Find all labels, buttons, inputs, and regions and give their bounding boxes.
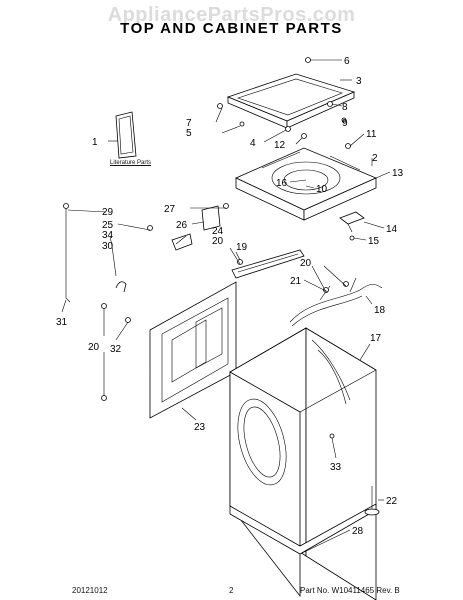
suspension-rod — [63, 203, 71, 303]
callout-21: 21 — [290, 276, 302, 287]
callout-18: 18 — [374, 305, 386, 316]
callout-2: 2 — [372, 153, 378, 164]
footer-part-number: Part No. W10411465 Rev. B — [300, 586, 400, 595]
callout-27: 27 — [164, 204, 176, 215]
callout-23: 23 — [194, 422, 206, 433]
callout-4: 4 — [250, 138, 256, 149]
cabinet — [229, 327, 377, 600]
callout-9: 9 — [342, 118, 348, 129]
leader-lines — [61, 59, 391, 555]
lid-switch — [339, 211, 365, 233]
literature-parts-label: Literature Parts — [110, 160, 152, 166]
rear-panel — [149, 281, 237, 419]
callout-19: 19 — [236, 242, 248, 253]
callout-12: 12 — [274, 140, 286, 151]
callout-3: 3 — [356, 76, 362, 87]
callout-7: 7 — [186, 118, 192, 129]
callout-26: 26 — [176, 220, 188, 231]
strap — [171, 233, 193, 251]
watermark: AppliancePartsPros.com — [107, 4, 356, 26]
callout-32: 32 — [110, 344, 122, 355]
top-panel — [235, 147, 378, 221]
footer-page-number: 2 — [229, 586, 234, 595]
callout-20b: 20 — [300, 258, 312, 269]
callout-15: 15 — [368, 236, 380, 247]
hose-clip — [115, 281, 127, 293]
callout-28: 28 — [352, 526, 364, 537]
callout-29: 29 — [102, 207, 114, 218]
footer-date-code: 20121012 — [72, 586, 108, 595]
bracket — [201, 205, 221, 231]
callout-8: 8 — [342, 102, 348, 113]
page-title: TOP AND CABINET PARTS — [120, 20, 343, 37]
leveling-foot — [364, 486, 380, 516]
callout-14: 14 — [386, 224, 398, 235]
callout-20c: 20 — [88, 342, 100, 353]
callout-20a: 20 — [212, 236, 224, 247]
cable-tie — [111, 245, 117, 277]
wire-harness — [289, 277, 383, 327]
callout-31: 31 — [56, 317, 68, 328]
screws — [101, 57, 355, 439]
callout-22: 22 — [386, 496, 398, 507]
lid — [226, 73, 356, 129]
callout-30: 30 — [102, 241, 114, 252]
literature-booklet — [115, 111, 137, 159]
callout-24: 24 — [212, 226, 224, 237]
callout-16: 16 — [276, 178, 288, 189]
callout-11: 11 — [366, 129, 377, 140]
callout-33: 33 — [330, 462, 342, 473]
callout-10: 10 — [316, 184, 328, 195]
callout-5: 5 — [186, 128, 192, 139]
callout-13: 13 — [392, 168, 404, 179]
brace — [231, 249, 305, 279]
callout-25: 25 — [102, 220, 114, 231]
callout-17: 17 — [370, 333, 382, 344]
callout-34: 34 — [102, 230, 114, 241]
callout-1: 1 — [92, 137, 98, 148]
callout-6: 6 — [344, 56, 350, 67]
